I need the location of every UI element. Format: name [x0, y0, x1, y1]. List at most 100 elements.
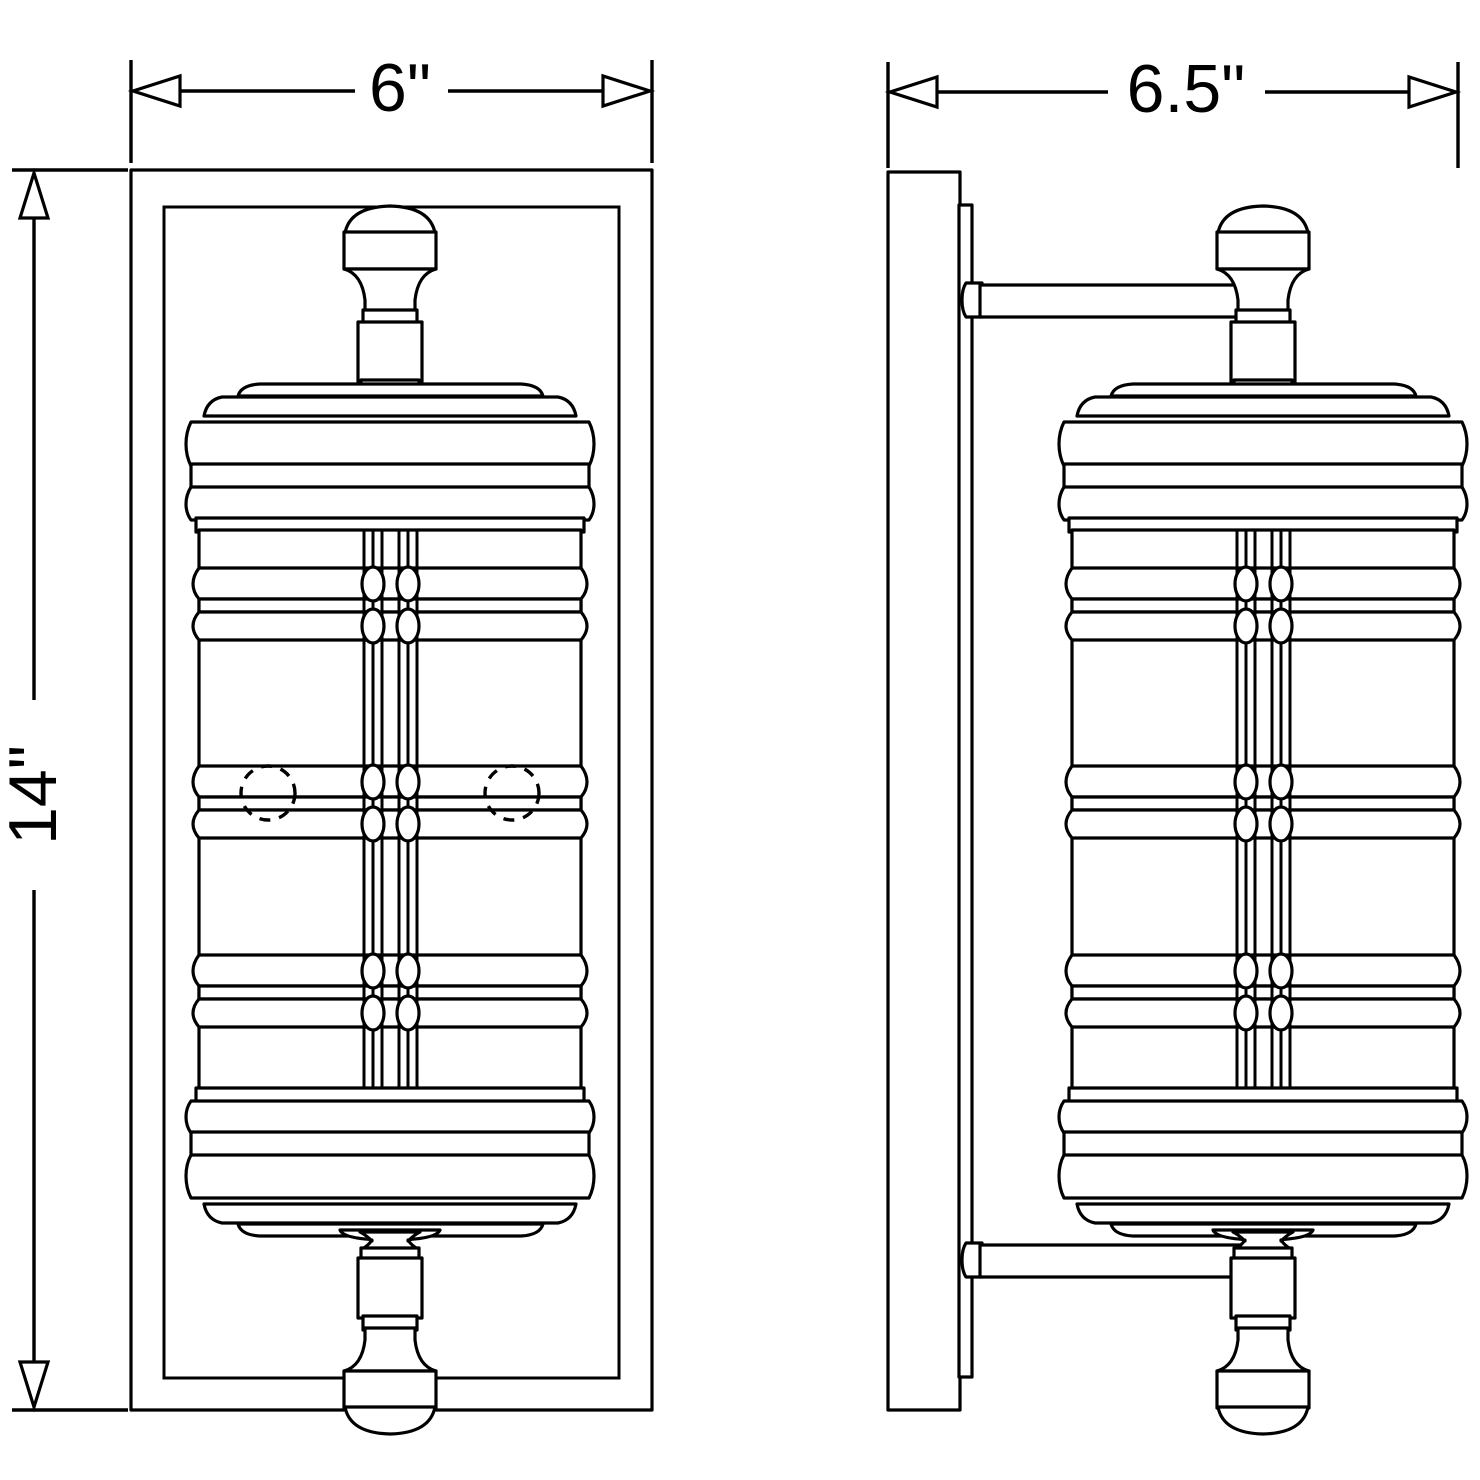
plaid-lens-1d: [395, 607, 421, 645]
width-arrow-left-icon: [127, 73, 182, 109]
depth-dimension-label: 6.5": [1127, 51, 1246, 127]
top-finial-body: [356, 320, 424, 384]
bottom-finial-collar: [342, 1369, 438, 1410]
wall-plate-edge: [957, 203, 974, 1379]
side-plaid-lens-1d: [1268, 607, 1294, 645]
bottom-finial: [338, 1228, 442, 1436]
side-plaid-lens-3d: [1268, 994, 1294, 1032]
plaid-node-2: [360, 763, 421, 843]
depth-arrow-right-icon: [1407, 74, 1462, 110]
side-bottom-finial-neck: [1215, 1326, 1311, 1373]
plaid-node-1: [360, 565, 421, 645]
shade-band-1b: [197, 597, 583, 614]
side-plaid-node-1: [1233, 565, 1294, 645]
side-plaid-lens-1a: [1233, 565, 1259, 603]
side-top-cap-band: [1062, 462, 1464, 490]
side-shade-band-3a: [1064, 953, 1462, 988]
plaid-lens-1a: [360, 565, 386, 603]
top-cap-tier2: [202, 395, 578, 418]
side-top-cap: [1057, 382, 1469, 534]
lower-arm-shaft: [978, 1243, 1244, 1279]
side-shade-band-3c: [1064, 997, 1462, 1029]
plaid-lens-3d: [395, 994, 421, 1032]
top-cap-band: [189, 462, 591, 490]
bottom-finial-body: [356, 1256, 424, 1320]
side-shade-band-group-3: [1064, 953, 1462, 1029]
side-plaid-lens-2b: [1268, 763, 1294, 801]
top-cap-tier1: [236, 382, 545, 398]
bottom-cap-ring2: [184, 1099, 596, 1135]
bottom-finial-neck: [342, 1326, 438, 1373]
side-view: [886, 170, 1469, 1436]
side-shade-band-2b: [1070, 795, 1456, 812]
side-shade-band-1a: [1064, 566, 1462, 601]
side-top-cap-ring1: [1057, 420, 1469, 468]
side-plaid-lens-2c: [1233, 805, 1259, 843]
shade-band-2c: [191, 808, 589, 840]
side-bottom-cap-tier2: [1075, 1202, 1451, 1225]
shade-band-1a: [191, 566, 589, 601]
hidden-fastener-left-icon: [239, 764, 297, 822]
plaid-lens-2a: [360, 763, 386, 801]
shade-band-group-1: [191, 566, 589, 642]
side-plaid-intersections: [1233, 565, 1294, 1032]
width-dimension-label: 6": [369, 50, 431, 126]
bottom-finial-flare: [358, 1230, 422, 1251]
side-plaid-lens-3a: [1233, 952, 1259, 990]
plaid-lens-1b: [395, 565, 421, 603]
side-bottom-finial-dome: [1216, 1405, 1310, 1436]
plaid-lens-1c: [360, 607, 386, 645]
plaid-lens-3a: [360, 952, 386, 990]
side-top-cap-tier1: [1109, 382, 1418, 398]
height-dimension-label: 14": [0, 745, 71, 845]
plaid-lens-2d: [395, 805, 421, 843]
side-bottom-finial-body: [1229, 1256, 1297, 1320]
top-cap-ring2: [184, 485, 596, 522]
top-cap-ring1: [184, 420, 596, 468]
side-shade-band-1c: [1064, 610, 1462, 642]
side-bottom-cap-ring1: [1057, 1153, 1469, 1200]
shade-band-1c: [191, 610, 589, 642]
height-arrow-top-icon: [17, 167, 51, 220]
side-top-finial-body: [1229, 320, 1297, 384]
side-plaid-lens-1b: [1268, 565, 1294, 603]
bottom-cap-ring1: [184, 1153, 596, 1200]
side-plaid-lens-2a: [1233, 763, 1259, 801]
hidden-fastener-right-icon: [483, 764, 541, 822]
plaid-node-3: [360, 952, 421, 1032]
bottom-cap-tier2: [202, 1202, 578, 1225]
depth-dimension-group: 6.5": [884, 51, 1462, 168]
depth-arrow-left-icon: [884, 74, 939, 110]
shade-band-3a: [191, 953, 589, 988]
side-top-finial-collar: [1215, 230, 1311, 271]
side-bottom-finial-flare: [1231, 1230, 1295, 1251]
upper-arm-shaft: [978, 283, 1244, 319]
shade-band-3c: [191, 997, 589, 1029]
side-plaid-lens-1c: [1233, 607, 1259, 645]
upper-arm-boss: [960, 281, 984, 319]
wall-plate: [886, 170, 962, 1412]
plaid-lens-2b: [395, 763, 421, 801]
side-bottom-cap-band: [1062, 1130, 1464, 1158]
upper-arm: [960, 281, 1244, 319]
shade-band-group-3: [191, 953, 589, 1029]
width-arrow-right-icon: [601, 73, 656, 109]
side-plaid-lens-3c: [1233, 994, 1259, 1032]
side-plaid-node-3: [1233, 952, 1294, 1032]
side-shade-band-3b: [1070, 984, 1456, 1001]
side-bottom-cap: [1057, 1086, 1469, 1238]
side-bottom-finial-collar: [1215, 1369, 1311, 1410]
plaid-lens-3b: [395, 952, 421, 990]
height-dimension-group: 14": [0, 167, 128, 1413]
side-shade-band-2a: [1064, 764, 1462, 799]
shade-band-3b: [197, 984, 583, 1001]
side-shade-band-2c: [1064, 808, 1462, 840]
plaid-lens-2c: [360, 805, 386, 843]
lower-arm-boss: [960, 1241, 984, 1279]
bottom-finial-dome: [343, 1405, 437, 1436]
side-top-finial-dome: [1216, 204, 1310, 235]
side-plaid-node-2: [1233, 763, 1294, 843]
bottom-cap-band: [189, 1130, 591, 1158]
front-view: [129, 168, 654, 1436]
